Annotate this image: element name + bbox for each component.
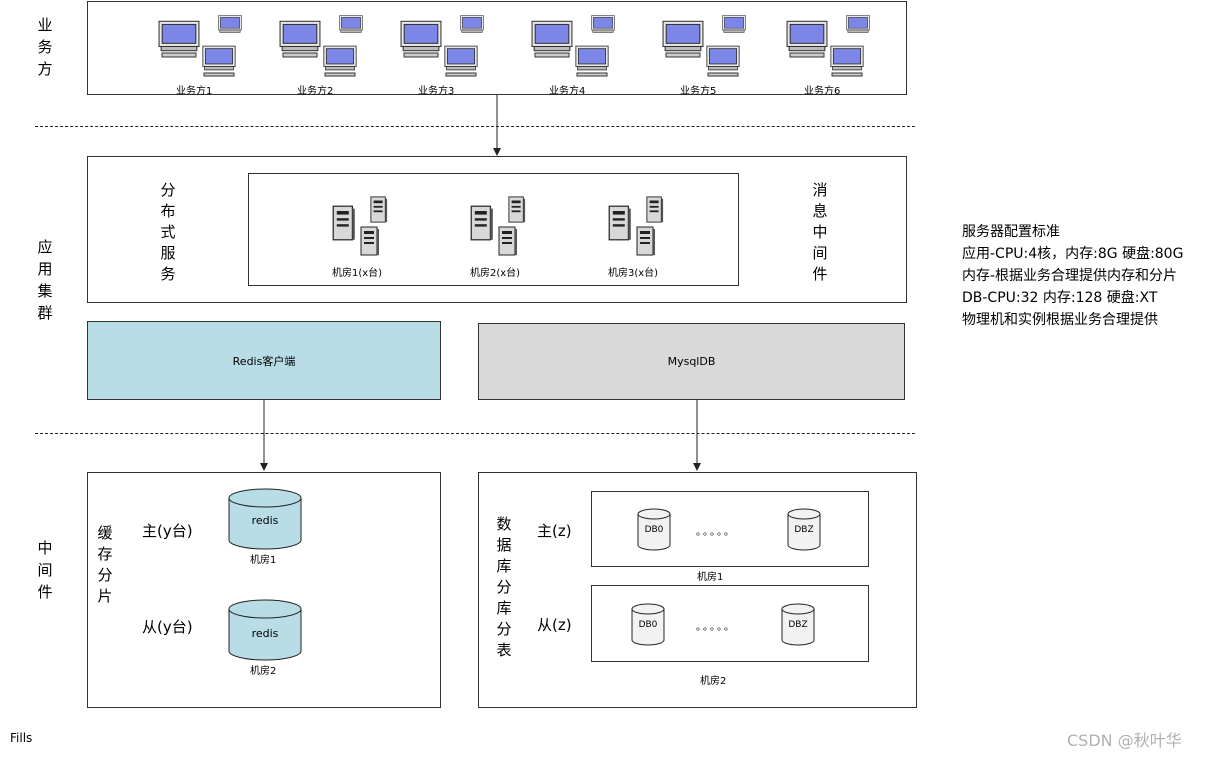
layer-business-text: 业务方 [37,16,53,78]
database-label: DB0 [644,525,664,535]
server-icon [508,196,526,223]
redis-room2-label: 机房2 [250,666,277,677]
db-room1-box [591,491,869,567]
cache-shard-label: 缓存分片 [95,523,115,607]
redis-master-text: redis [251,514,279,527]
distributed-service-text: 分布式服务 [160,181,176,283]
message-queue-text: 消息中间件 [812,181,828,283]
divider-top [35,126,915,127]
server-icon [646,196,664,223]
server-icon [332,205,356,241]
server-icon [370,196,388,223]
business-party-label: 业务方1 [176,86,213,97]
server-icon [608,205,632,241]
layer-app-cluster-label: 应用集群 [34,236,56,324]
cache-slave-label: 从(y台) [142,618,193,636]
computer-icon [662,20,704,58]
cache-shard-text: 缓存分片 [97,524,113,605]
computer-icon [202,45,236,77]
server-standard-note: 服务器配置标准 应用-CPU:4核，内存:8G 硬盘:80G 内存-根据业务合理… [962,221,1183,331]
layer-middleware-text: 中间件 [37,539,53,601]
mysqldb-bar: MysqlDB [478,323,905,400]
divider-middle [35,433,915,434]
cache-master-label: 主(y台) [142,522,193,540]
computer-icon [575,45,609,77]
database-icon [631,603,665,646]
db-shard-label: 数据库分库分表 [494,514,514,661]
database-icon [637,508,671,551]
computer-icon [830,45,864,77]
computer-icon [706,45,740,77]
computer-icon [323,45,357,77]
redis-room1-label: 机房1 [250,555,277,566]
computer-icon [400,20,442,58]
business-party-label: 业务方6 [804,86,841,97]
db-master-label: 主(z) [537,522,572,540]
server-standard-title: 服务器配置标准 [962,224,1060,240]
redis-slave-cylinder [228,599,302,661]
database-label: DB0 [638,620,658,630]
server-standard-line-2: 内存-根据业务合理提供内存和分片 [962,268,1178,284]
server-standard-line-4: 物理机和实例根据业务合理提供 [962,312,1158,328]
computer-icon [279,20,321,58]
server-room-label: 机房1(x台) [332,268,383,279]
server-standard-line-3: DB-CPU:32 内存:128 硬盘:XT [962,290,1158,306]
business-party-label: 业务方5 [680,86,717,97]
db-room2-label: 机房2 [700,676,727,687]
db-room1-label: 机房1 [697,572,724,583]
computer-icon [531,20,573,58]
db-room1-ellipsis: 。。。。。 [696,527,736,538]
database-icon [781,603,815,646]
computer-icon [158,20,200,58]
server-room-label: 机房2(x台) [470,268,521,279]
server-icon [360,226,380,256]
layer-middleware-label: 中间件 [34,537,56,603]
business-party-label: 业务方2 [297,86,334,97]
message-queue-label: 消息中间件 [810,180,830,285]
computer-icon [786,20,828,58]
server-standard-line-1: 应用-CPU:4核，内存:8G 硬盘:80G [962,246,1184,262]
db-slave-label: 从(z) [537,616,572,634]
database-label: DBZ [794,525,814,535]
footer-fills: Fills [10,731,33,745]
database-icon [787,508,821,551]
layer-app-cluster-text: 应用集群 [37,238,53,322]
rooms-box [248,173,739,286]
database-label: DBZ [788,620,808,630]
redis-client-text: Redis客户端 [232,354,296,368]
server-icon [470,205,494,241]
computer-icon [444,45,478,77]
db-room2-ellipsis: 。。。。。 [696,622,736,633]
server-icon [636,226,656,256]
server-icon [498,226,518,256]
watermark: CSDN @秋叶华 [1067,731,1182,750]
business-party-label: 业务方4 [549,86,586,97]
db-shard-text: 数据库分库分表 [496,515,512,659]
distributed-service-label: 分布式服务 [158,180,178,285]
redis-master-cylinder [228,488,302,550]
mysqldb-text: MysqlDB [667,355,716,368]
redis-slave-text: redis [251,627,279,640]
redis-client-bar: Redis客户端 [87,321,441,400]
business-party-label: 业务方3 [418,86,455,97]
server-room-label: 机房3(x台) [608,268,659,279]
layer-business-label: 业务方 [34,14,56,80]
